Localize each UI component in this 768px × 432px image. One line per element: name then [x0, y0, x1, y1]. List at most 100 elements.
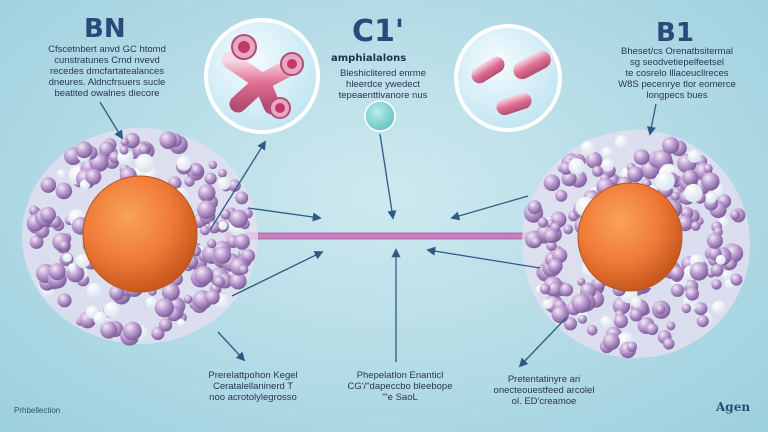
granule	[580, 140, 596, 156]
granule	[563, 224, 574, 235]
arrow-right-note	[646, 103, 657, 136]
left-cell-nucleus	[82, 175, 198, 293]
granule	[79, 179, 90, 190]
granule	[159, 318, 173, 332]
granule	[687, 149, 701, 163]
granule	[670, 265, 685, 281]
granule	[666, 321, 676, 331]
granule	[207, 239, 217, 249]
granule	[229, 209, 248, 228]
center-droplet	[364, 100, 396, 132]
granule	[120, 137, 129, 147]
granule	[682, 169, 698, 186]
granule	[62, 253, 72, 263]
note-line: Cfscetnbert anvd GC htomd	[48, 44, 166, 55]
granule	[183, 294, 193, 304]
granule	[711, 300, 726, 315]
granule	[627, 166, 644, 183]
left-cell-note: Cfscetnbert anvd GC htomd cunstratunes C…	[12, 44, 202, 99]
granule	[662, 136, 680, 154]
granule	[547, 281, 562, 297]
arrow-right-lower	[426, 246, 541, 269]
arrow-left-to-bar	[247, 207, 322, 222]
granule	[551, 306, 569, 324]
caption-line: CG'/"dapeccbo bleebope	[347, 381, 453, 392]
granule	[546, 240, 557, 251]
granule	[543, 174, 561, 192]
right-cell-nucleus	[577, 182, 683, 292]
granule	[548, 258, 563, 274]
granule	[600, 316, 613, 328]
granule	[228, 179, 241, 192]
granule	[670, 283, 685, 297]
granule	[681, 303, 692, 314]
granule	[68, 263, 77, 272]
granule	[194, 265, 214, 285]
right-cell-heading: B1	[656, 18, 694, 48]
granule	[75, 253, 91, 268]
right-cell	[522, 130, 750, 359]
granule	[531, 237, 542, 247]
granule	[239, 265, 249, 275]
granule	[207, 220, 221, 234]
arrow-left-note	[99, 101, 123, 140]
granule	[655, 171, 675, 191]
granule	[59, 240, 70, 251]
granule	[122, 321, 142, 341]
granule	[706, 232, 723, 249]
left-cell	[22, 128, 258, 346]
granule	[229, 272, 247, 290]
granule	[103, 301, 121, 319]
granule	[204, 172, 217, 185]
granule	[86, 283, 102, 298]
granule	[542, 299, 553, 309]
granule	[208, 160, 218, 170]
granule	[705, 192, 717, 204]
granule	[176, 155, 192, 171]
granule	[684, 183, 703, 203]
center-heading: C1'	[352, 14, 405, 49]
note-line: Bleshiclitered enrme	[339, 68, 427, 79]
granule	[154, 298, 174, 318]
granule	[145, 297, 157, 309]
granule	[527, 200, 542, 215]
granule	[663, 338, 675, 350]
granule	[40, 206, 56, 223]
granule	[57, 293, 72, 308]
granule	[217, 177, 231, 190]
caption-line: Pretentatinyre ari	[507, 374, 581, 385]
granule	[703, 164, 713, 173]
left-cell-heading: BN	[84, 14, 126, 44]
note-line: beatited owalnes diecore	[54, 88, 160, 99]
granule	[218, 168, 227, 178]
granule	[151, 326, 165, 341]
granule	[56, 169, 66, 178]
granule	[711, 279, 722, 290]
granule	[539, 283, 551, 295]
molecule-bubble-left	[204, 18, 320, 134]
arrow-left-lower	[231, 251, 324, 297]
granule	[48, 263, 66, 281]
connector-bar	[224, 232, 536, 240]
granule	[555, 189, 568, 202]
granule	[722, 270, 732, 280]
granule	[205, 289, 220, 305]
note-line: recedes dmcfartatealances	[49, 66, 165, 77]
right-bottom-caption: Pretentatinyre ari onecteouestfeed arcol…	[482, 374, 606, 407]
granule	[577, 277, 586, 286]
granule	[197, 200, 216, 220]
note-line: Bheset/cs Orenatbsitermal	[621, 46, 733, 57]
granule	[613, 314, 629, 329]
granule	[75, 141, 93, 159]
granule	[730, 209, 741, 220]
granule	[235, 191, 249, 205]
granule	[200, 225, 210, 236]
granule	[571, 293, 592, 314]
center-bottom-caption: Phepelatlon Enanticl CG'/"dapeccbo bleeb…	[330, 370, 470, 403]
granule	[671, 191, 680, 201]
arrow-center-down	[379, 133, 397, 220]
granule	[601, 158, 615, 172]
granule	[586, 325, 598, 336]
note-line: longpecs bues	[646, 90, 708, 101]
